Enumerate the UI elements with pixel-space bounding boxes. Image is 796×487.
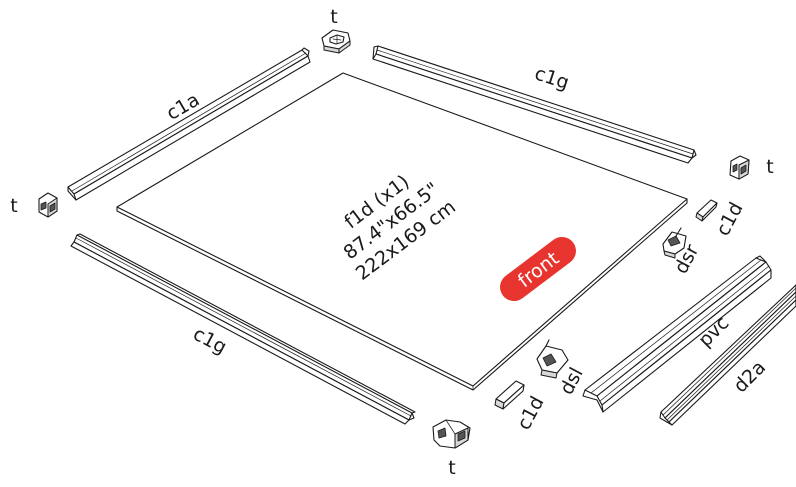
profile-c1g-bottom	[70, 233, 416, 425]
corner-t-bottom	[432, 419, 471, 449]
front-badge-pill	[500, 236, 576, 302]
panel-f1d	[116, 72, 688, 391]
label-c1d-bottom: c1d	[513, 393, 549, 434]
label-t-top: t	[330, 6, 337, 28]
profile-c1g-top	[372, 45, 697, 164]
corner-t-left	[38, 192, 58, 218]
profile-d2a	[659, 284, 796, 426]
label-c1d-right: c1d	[712, 199, 748, 240]
profile-c1a	[67, 47, 311, 201]
corner-t-right	[729, 155, 750, 180]
label-t-right: t	[766, 156, 773, 178]
bracket-dsr	[662, 227, 687, 259]
label-t-left: t	[10, 195, 17, 217]
label-c1g-top: c1g	[532, 62, 572, 94]
clip-c1d-right	[695, 199, 718, 222]
clip-c1d-bottom	[494, 380, 525, 410]
corner-t-top	[321, 29, 351, 54]
label-t-bottom: t	[448, 457, 455, 479]
bracket-dsl	[536, 339, 569, 379]
profile-pvc	[582, 255, 772, 413]
